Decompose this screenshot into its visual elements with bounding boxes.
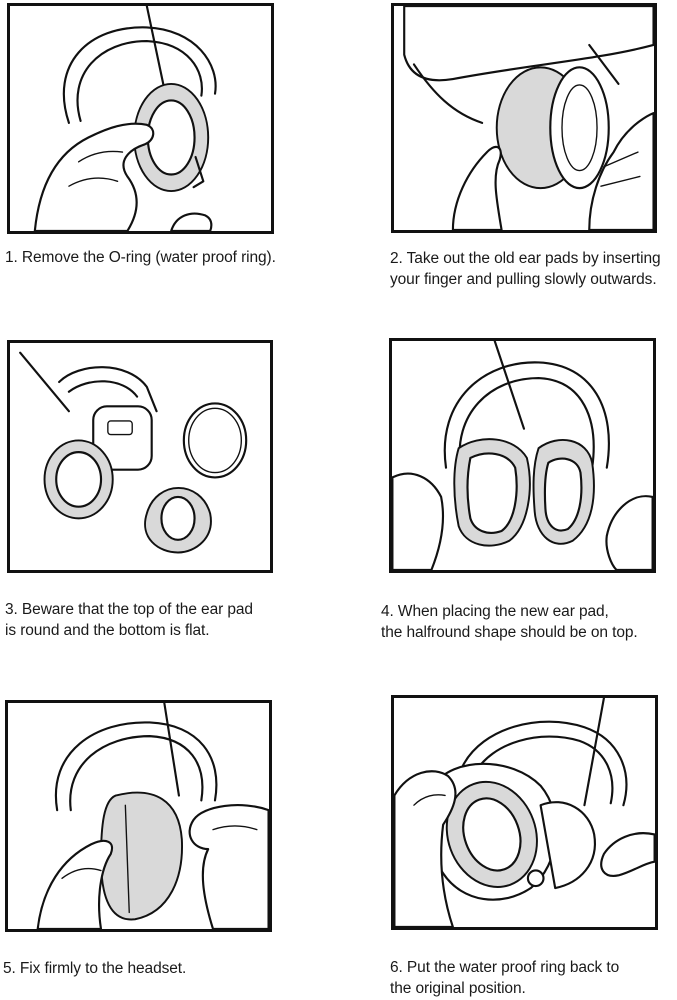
step-5-illustration — [5, 700, 272, 932]
step-2-caption: 2. Take out the old ear pads by insertin… — [390, 248, 661, 290]
step-4-illustration — [389, 338, 656, 573]
step-2-line-2: your finger and pulling slowly outwards. — [390, 271, 657, 288]
ear-pad-fixing-drawing — [36, 703, 269, 929]
step-4-line-1: 4. When placing the new ear pad, — [381, 603, 609, 620]
step-6-caption: 6. Put the water proof ring back to the … — [390, 957, 619, 999]
ear-pad-parts-drawing — [19, 351, 248, 554]
step-6-line-2: the original position. — [390, 980, 526, 997]
headset-oring-removal-drawing — [33, 6, 217, 231]
step-2-line-1: 2. Take out the old ear pads by insertin… — [390, 250, 661, 267]
step-3-line-2: is round and the bottom is flat. — [5, 622, 210, 639]
step-6-illustration — [391, 695, 658, 930]
new-ear-pad-placement-drawing — [392, 341, 653, 570]
ear-pad-removal-drawing — [403, 6, 654, 230]
step-6-line-1: 6. Put the water proof ring back to — [390, 959, 620, 976]
step-1-caption: 1. Remove the O-ring (water proof ring). — [5, 247, 276, 268]
step-1-illustration — [7, 3, 274, 234]
step-2-illustration — [391, 3, 657, 233]
step-4-caption: 4. When placing the new ear pad, the hal… — [381, 601, 638, 643]
step-5-caption: 5. Fix firmly to the headset. — [3, 958, 186, 979]
step-1-line-1: 1. Remove the O-ring (water proof ring). — [5, 249, 276, 266]
step-3-illustration — [7, 340, 273, 573]
step-3-line-1: 3. Beware that the top of the ear pad — [5, 601, 253, 618]
step-5-line-1: 5. Fix firmly to the headset. — [3, 960, 187, 977]
step-4-line-2: the halfround shape should be on top. — [381, 624, 638, 641]
step-3-caption: 3. Beware that the top of the ear pad is… — [5, 599, 253, 641]
oring-replacement-drawing — [394, 698, 655, 927]
